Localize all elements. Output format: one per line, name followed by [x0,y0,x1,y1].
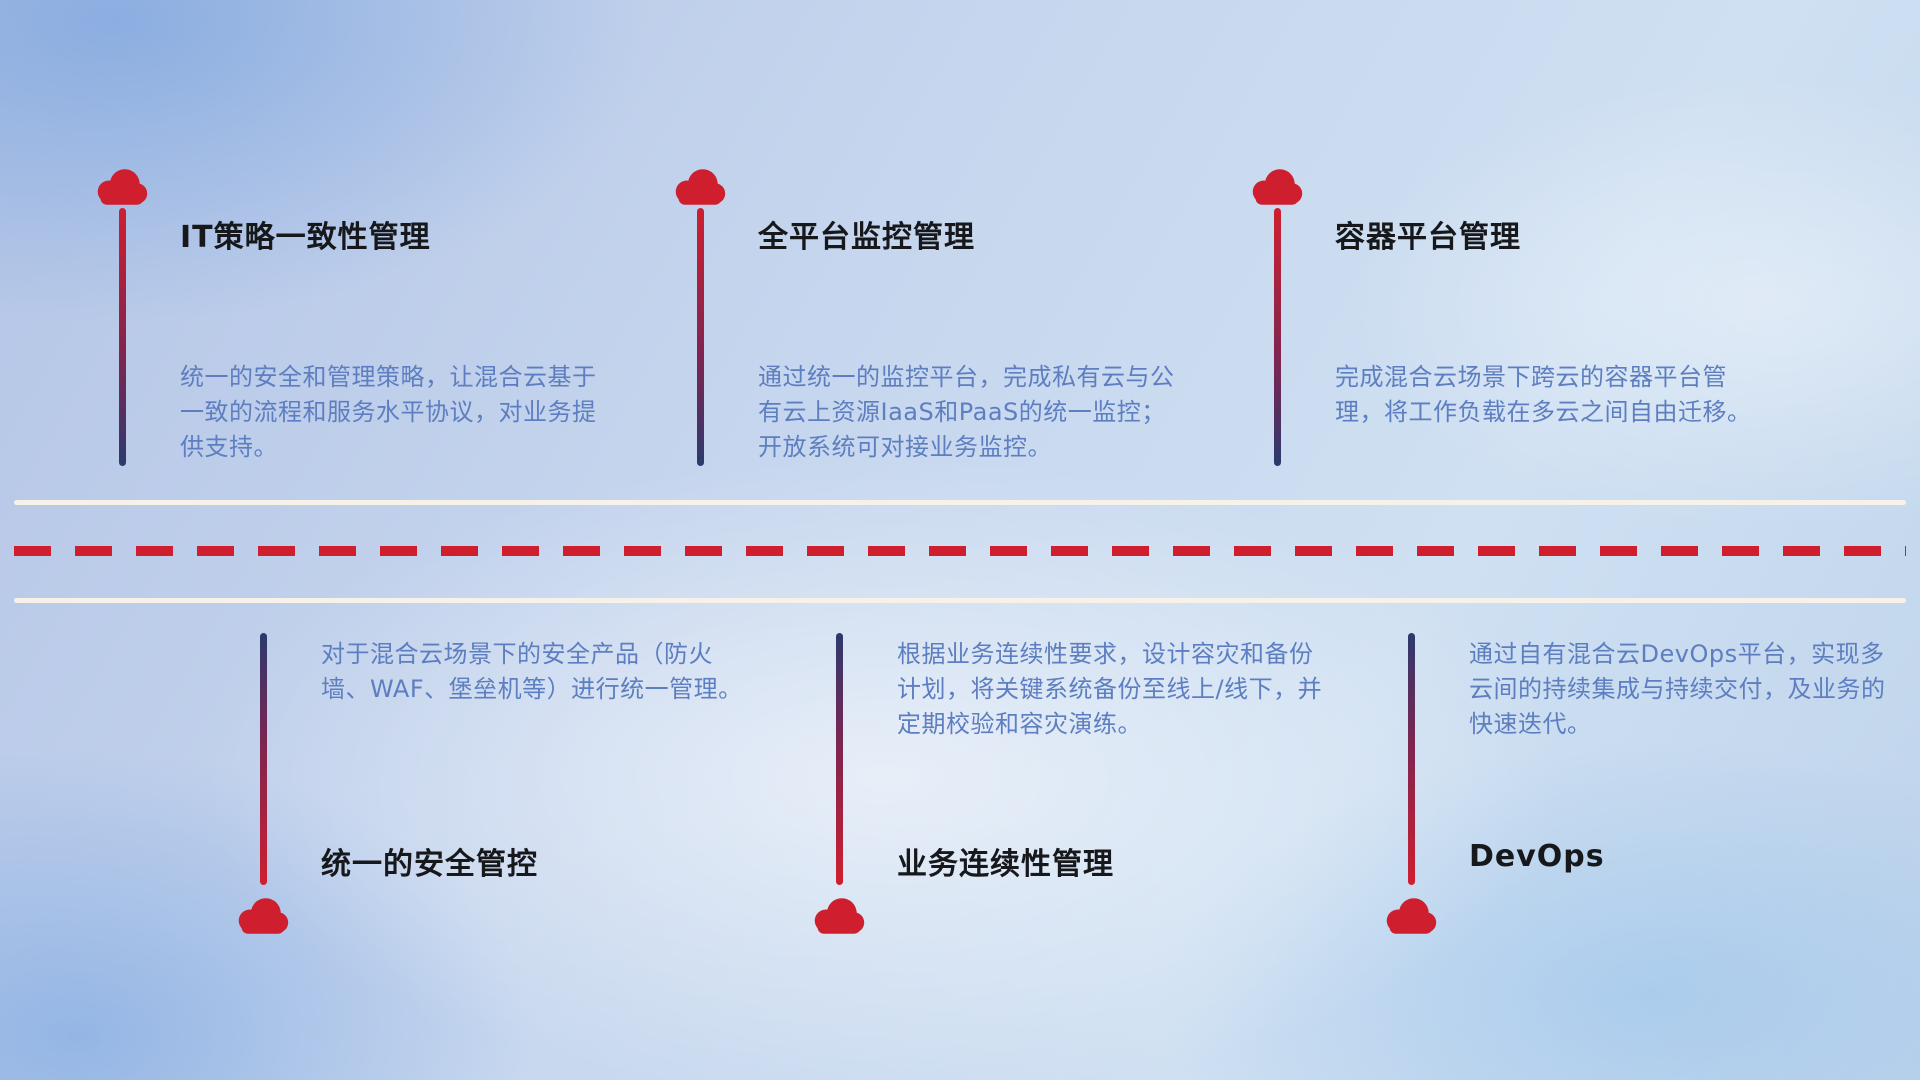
cloud-icon [97,169,148,205]
item-title: 业务连续性管理 [897,847,1114,882]
connector-line [1407,633,1415,885]
item-title: DevOps [1469,839,1605,874]
item-description: 对于混合云场景下的安全产品（防火墙、WAF、堡垒机等）进行统一管理。 [321,640,743,703]
item-description: 完成混合云场景下跨云的容器平台管理，将工作负载在多云之间自由迁移。 [1335,363,1752,426]
item-title: 容器平台管理 [1335,220,1521,255]
connector-line [259,633,267,885]
item-description: 通过统一的监控平台，完成私有云与公有云上资源IaaS和PaaS的统一监控；开放系… [758,363,1175,461]
item-description: 根据业务连续性要求，设计容灾和备份计划，将关键系统备份至线上/线下，并定期校验和… [897,640,1323,738]
connector-line [1273,208,1281,466]
item-description: 统一的安全和管理策略，让混合云基于一致的流程和服务水平协议，对业务提供支持。 [180,363,597,461]
timeline-solid-line-top [14,500,1906,505]
cloud-icon [238,898,289,934]
item-title: 全平台监控管理 [758,220,975,255]
cloud-icon [814,898,865,934]
cloud-icon [675,169,726,205]
connector-line [835,633,843,885]
connector-line [696,208,704,466]
timeline-dashed-line [14,546,1906,556]
connector-line [118,208,126,466]
timeline-solid-line-bottom [14,598,1906,603]
cloud-icon [1252,169,1303,205]
item-title: 统一的安全管控 [321,847,538,882]
item-title: IT策略一致性管理 [180,220,431,255]
cloud-icon [1386,898,1437,934]
item-description: 通过自有混合云DevOps平台，实现多云间的持续集成与持续交付，及业务的快速迭代… [1469,640,1886,738]
